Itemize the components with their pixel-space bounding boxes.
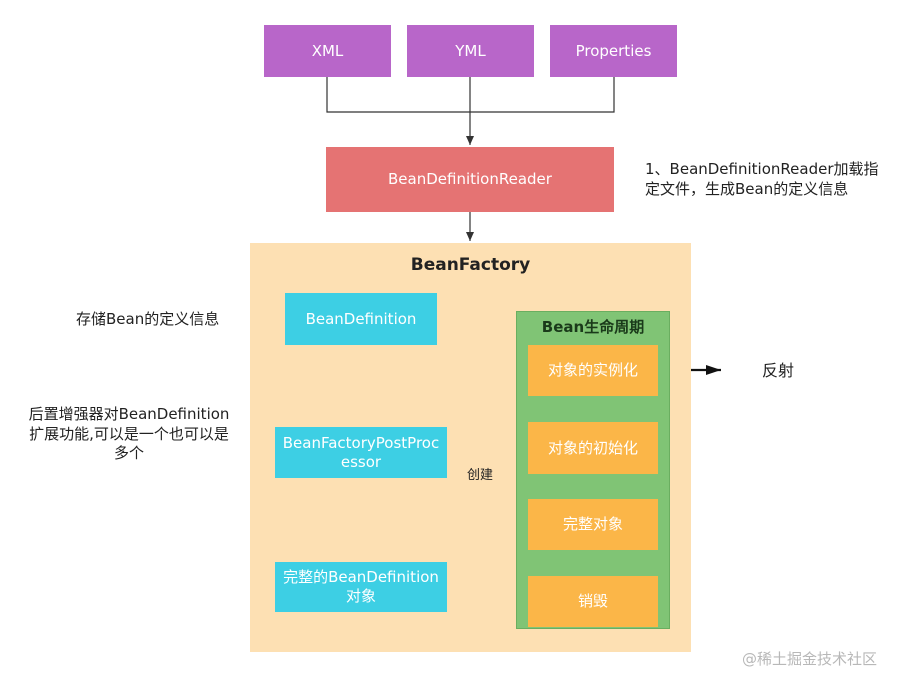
xml-box: XML [264, 25, 391, 77]
destroy-label: 销毁 [577, 592, 608, 611]
instantiation-label: 对象的实例化 [547, 361, 638, 380]
complete-definition-label: 完整的BeanDefinition对象 [283, 568, 439, 605]
post-processor-note: 后置增强器对BeanDefinition扩展功能,可以是一个也可以是多个 [28, 405, 230, 462]
properties-label: Properties [575, 41, 652, 60]
reflection-note: 反射 [762, 361, 795, 380]
initialization-step: 对象的初始化 [528, 422, 658, 474]
complete-bean-definition-box: 完整的BeanDefinition对象 [275, 562, 447, 612]
lifecycle-title: Bean生命周期 [541, 318, 645, 336]
create-label: 创建 [467, 466, 494, 487]
destroy-step: 销毁 [528, 576, 658, 627]
instantiation-step: 对象的实例化 [528, 345, 658, 396]
yml-box: YML [407, 25, 534, 77]
post-processor-label: BeanFactoryPostProcessor [282, 433, 440, 471]
store-note: 存储Bean的定义信息 [76, 310, 220, 328]
bean-factory-post-processor-box: BeanFactoryPostProcessor [275, 427, 447, 478]
bean-definition-reader-box: BeanDefinitionReader [326, 147, 614, 212]
complete-object-step: 完整对象 [528, 499, 658, 550]
reader-note: 1、BeanDefinitionReader加载指定文件，生成Bean的定义信息 [645, 160, 879, 198]
reader-label: BeanDefinitionReader [388, 170, 552, 189]
bean-factory-title: BeanFactory [410, 255, 531, 275]
properties-box: Properties [550, 25, 677, 77]
complete-object-label: 完整对象 [562, 515, 623, 534]
yml-label: YML [455, 41, 486, 60]
bean-definition-box: BeanDefinition [285, 293, 437, 345]
watermark: @稀土掘金技术社区 [742, 650, 878, 668]
initialization-label: 对象的初始化 [547, 438, 638, 457]
xml-label: XML [311, 41, 344, 60]
bean-definition-label: BeanDefinition [305, 309, 417, 328]
